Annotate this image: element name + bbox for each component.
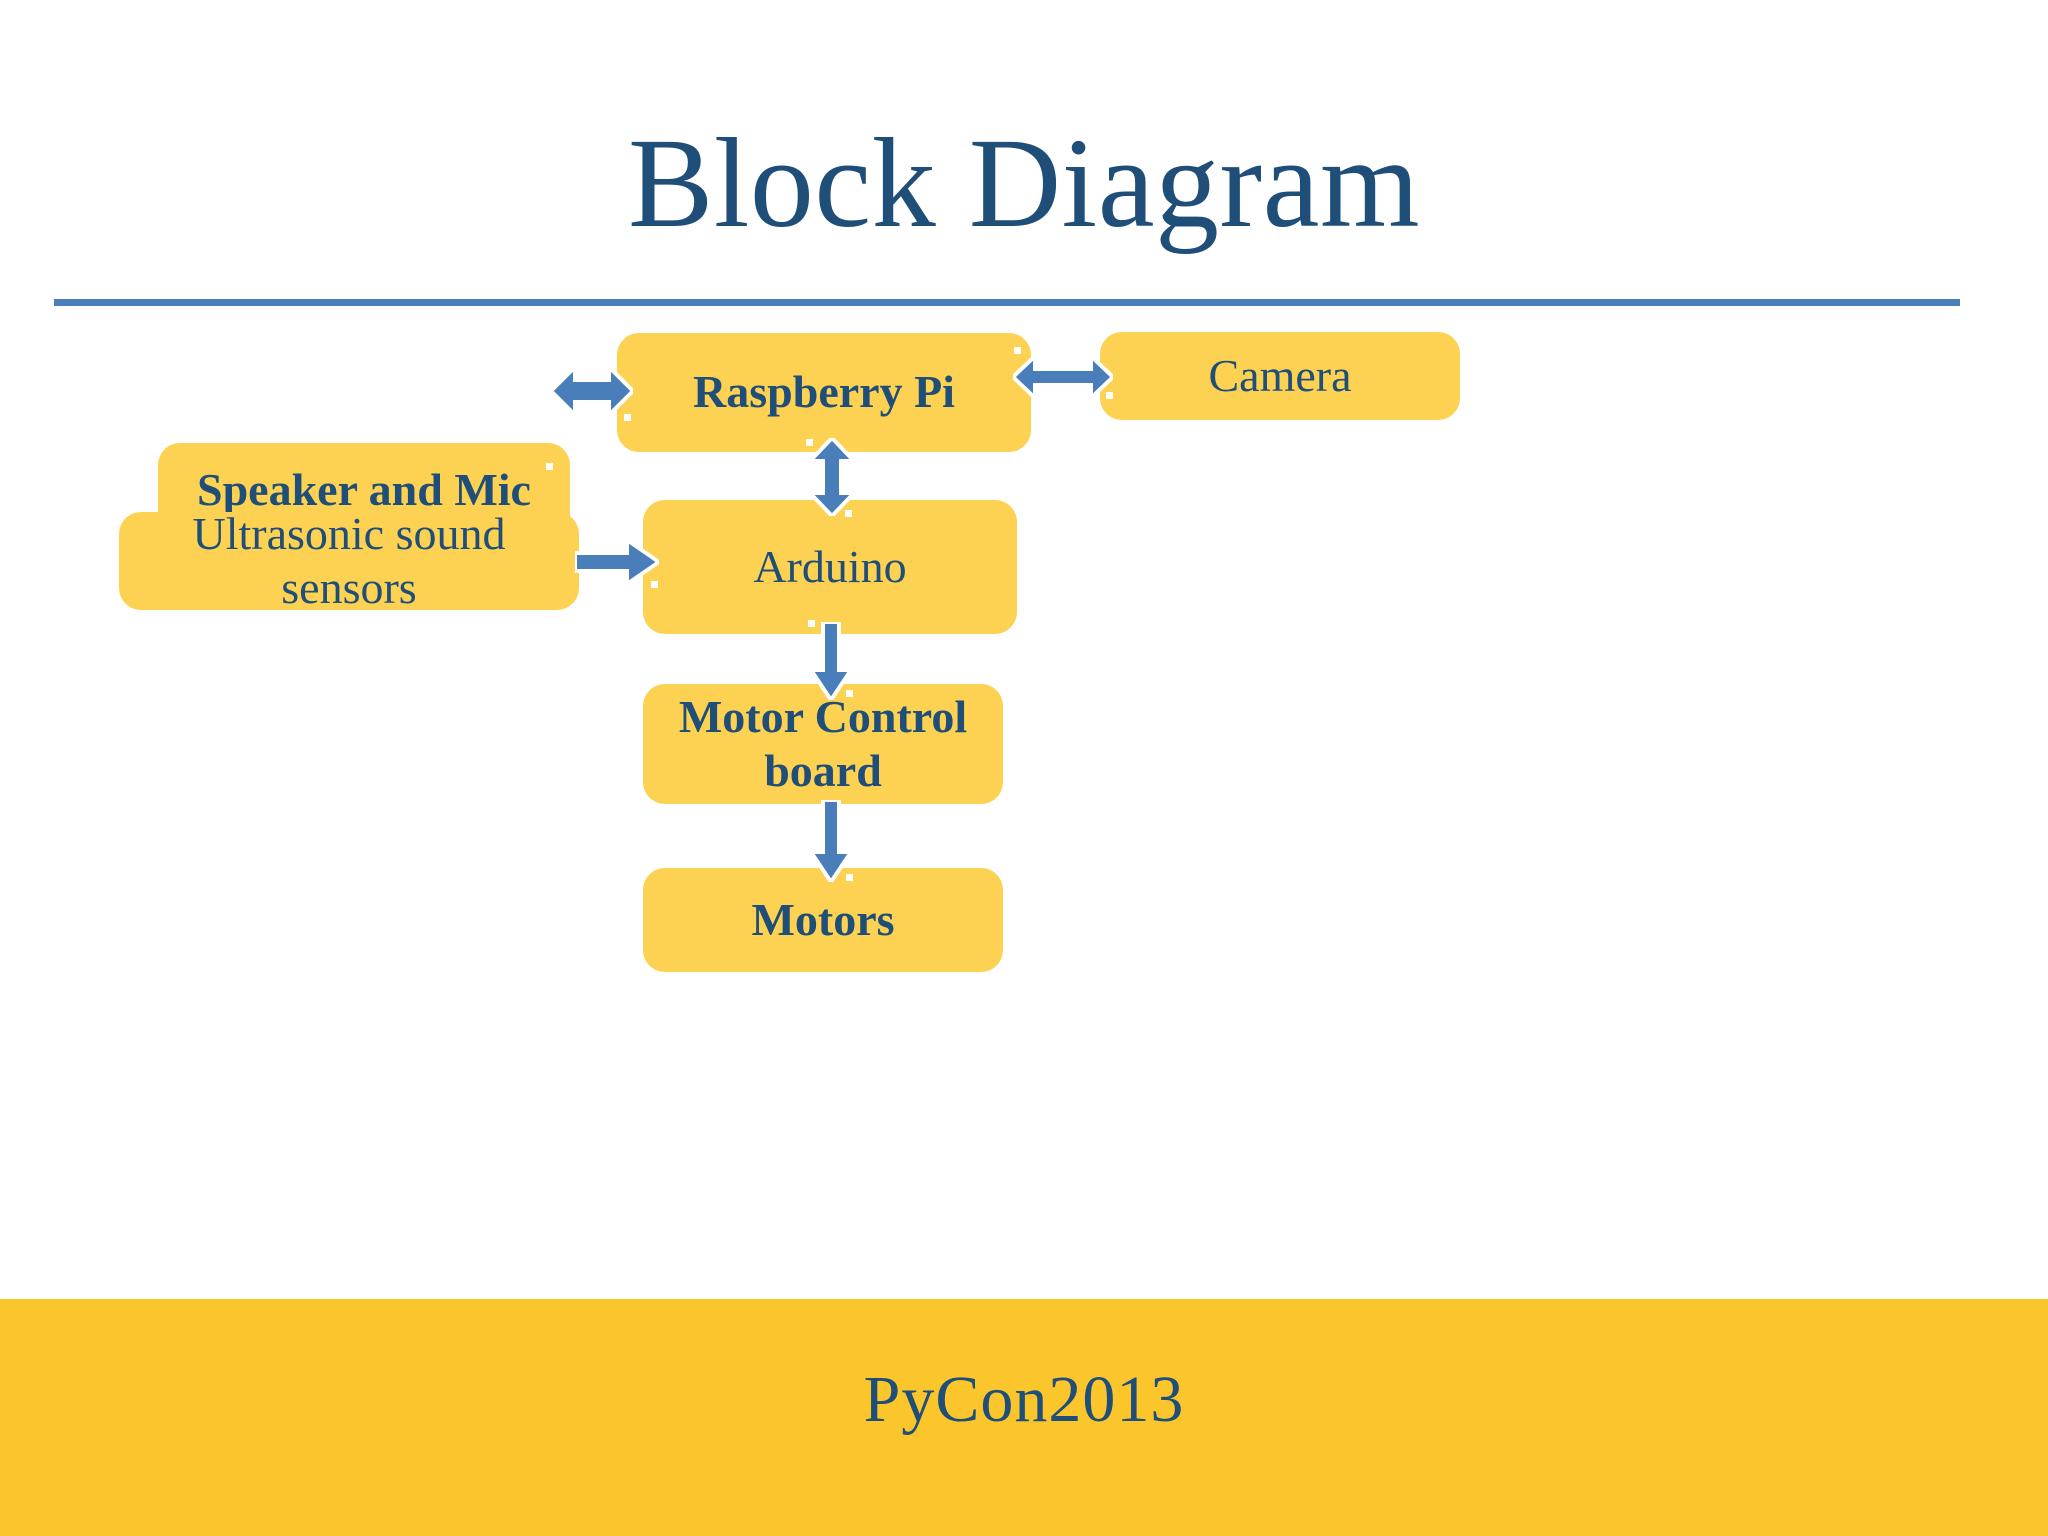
footer-label: PyCon2013 <box>863 1363 1185 1436</box>
block-motors[interactable]: Motors <box>643 868 1003 972</box>
block-camera[interactable]: Camera <box>1100 332 1460 420</box>
block-motor-control-board[interactable]: Motor Control board <box>643 684 1003 804</box>
block-ultrasonic-sound-sensors[interactable]: Ultrasonic sound sensors <box>119 508 579 613</box>
selection-handle-dot <box>846 690 853 697</box>
block-label: Raspberry Pi <box>693 366 955 418</box>
selection-handle-dot <box>1106 392 1113 399</box>
arrow-motor-control-board-to-motors <box>807 798 855 886</box>
selection-handle-dot <box>1014 347 1021 354</box>
footer-bar <box>0 1299 2048 1536</box>
arrow-raspberry-pi-to-arduino-bidirectional <box>805 435 859 519</box>
arrow-raspberry-pi-to-camera-bidirectional <box>1010 351 1116 403</box>
page-title: Block Diagram <box>627 112 1421 254</box>
selection-handle-dot <box>546 463 553 470</box>
block-arduino[interactable]: Arduino <box>643 500 1017 634</box>
selection-handle-dot <box>651 581 658 588</box>
selection-handle-dot <box>808 620 815 627</box>
block-label: Motors <box>751 893 895 945</box>
block-raspberry-pi[interactable]: Raspberry Pi <box>617 333 1031 452</box>
selection-handle-dot <box>846 874 853 881</box>
selection-handle-dot <box>845 510 852 517</box>
block-label: Motor Control board <box>678 690 968 796</box>
arrow-arduino-to-motor-control-board <box>807 620 855 704</box>
arrow-ultrasonic-to-arduino <box>573 536 663 588</box>
selection-handle-dot <box>806 439 813 446</box>
block-label: Ultrasonic sound sensors <box>192 507 506 613</box>
selection-handle-dot <box>624 414 631 421</box>
block-label: Arduino <box>753 540 907 592</box>
title-divider <box>54 299 1960 306</box>
block-label: Speaker and Mic <box>197 463 531 515</box>
arrow-speaker-to-raspberry-pi-bidirectional <box>548 362 636 420</box>
block-label: Camera <box>1208 349 1352 401</box>
